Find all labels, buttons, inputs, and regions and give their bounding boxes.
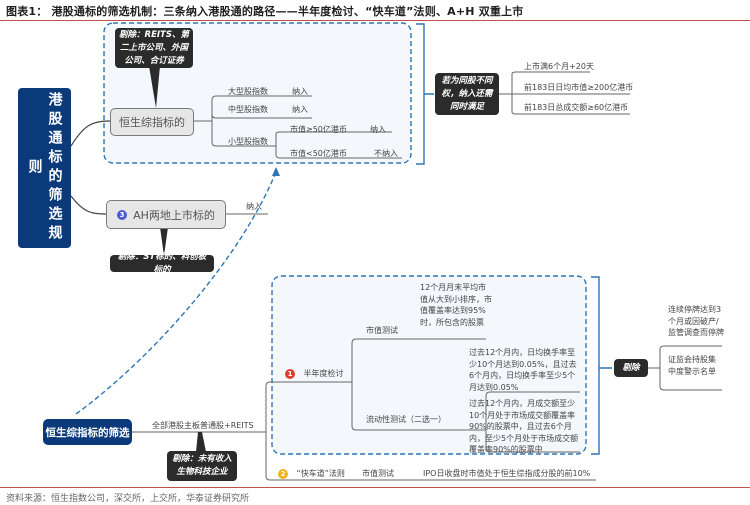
liquidity-option-turnover: 过去12个月内，日均换手率至少10个月达到0.05%，且过去6个月内，日均换手率… <box>469 348 577 392</box>
edge-small-cap <box>275 131 402 159</box>
badge-2-icon: 2 <box>278 468 288 479</box>
semiannual-label: 半年度检讨 <box>303 369 344 378</box>
small-cap-ge50-result: 纳入 <box>370 125 386 134</box>
condition-item: 前183日日均市值≥200亿港币 <box>524 83 634 92</box>
ah-node: 3 AH两地上市标的 <box>106 200 226 229</box>
badge-1-icon: 1 <box>285 368 295 379</box>
small-cap-lt50-label: 市值<50亿港币 <box>290 149 347 158</box>
edge-liquidity <box>485 391 580 453</box>
hs-composite-node: 恒生综指标的 <box>110 108 194 136</box>
large-cap-result: 纳入 <box>292 87 308 96</box>
liquidity-test-label: 流动性测试（二选一） <box>366 415 446 424</box>
footer-divider <box>0 487 750 488</box>
dual-class-condition-callout: 若为同股不同权，纳入还需同时满足 <box>435 73 499 115</box>
edge-root-ah <box>70 195 107 215</box>
screening-edge-label: 全部港股主板普通股+REITS <box>152 421 254 430</box>
edge-removal <box>648 345 722 391</box>
root-node: 港股通标的筛选规则 <box>18 88 71 248</box>
removal-item-sfc-warning: 证监会持股集中度警示名单 <box>668 355 716 376</box>
fast-track: 2 “快车道”法则 <box>278 468 345 479</box>
figure-title: 图表1： 港股通标的筛选机制：三条纳入港股通的路径——半年度检讨、“快车道”法则… <box>6 5 524 18</box>
large-cap-label: 大型股指数 <box>228 87 268 96</box>
fast-track-label: “快车道”法则 <box>296 469 345 478</box>
ah-node-label: AH两地上市标的 <box>133 208 215 222</box>
market-cap-test-label: 市值测试 <box>366 326 398 335</box>
dashed-group-semiannual <box>271 275 587 455</box>
removal-item-suspension: 连续停牌达到3个月或因破产/监管调查而停牌 <box>668 305 724 337</box>
edge-split <box>265 381 596 481</box>
hs-screening-node: 恒生综指标的筛选 <box>43 419 132 445</box>
edge-hs-children <box>192 95 312 147</box>
edge-condition <box>499 71 630 115</box>
ah-result: 纳入 <box>246 202 262 211</box>
condition-item: 前183日总成交额≥60亿港币 <box>524 103 629 112</box>
small-cap-lt50-result: 不纳入 <box>374 149 398 158</box>
small-cap-ge50-label: 市值≥50亿港币 <box>290 125 347 134</box>
edge-root-hs <box>70 120 111 147</box>
mid-cap-result: 纳入 <box>292 105 308 114</box>
arrow-head <box>272 167 280 176</box>
fast-track-rule: IPO日收盘时市值处于恒生综指成分股的前10% <box>423 469 591 478</box>
semiannual-review: 1 半年度检讨 <box>285 368 344 379</box>
fast-track-test: 市值测试 <box>362 469 394 478</box>
ah-exclusion-callout: 剔除：ST标的、科创板标的 <box>110 252 214 275</box>
mid-cap-label: 中型股指数 <box>228 105 268 114</box>
pointer-ah-exclusion <box>160 227 168 256</box>
hs-exclusion-callout: 剔除：REITS、第二上市公司、外国公司、合订证券 <box>115 28 193 68</box>
small-cap-label: 小型股指数 <box>228 137 268 146</box>
source-note: 资料来源：恒生指数公司，深交所，上交所，华泰证券研究所 <box>6 494 250 504</box>
screening-exclusion-callout: 剔除：未有收入生物科技企业 <box>167 451 237 481</box>
liquidity-option-volume: 过去12个月内，月成交额至少10个月处于市场成交额覆盖率90%的股票中，且过去6… <box>469 399 579 454</box>
pointer-screening-exclusion <box>196 432 206 452</box>
pointer-hs-exclusion <box>149 66 160 108</box>
bracket-top-group <box>416 23 434 165</box>
title-divider <box>0 20 750 21</box>
removal-callout: 剔除 <box>614 359 648 377</box>
bracket-bottom-group <box>591 276 612 455</box>
badge-3-icon: 3 <box>117 209 128 220</box>
edge-semiannual <box>351 338 486 431</box>
condition-item: 上市满6个月+20天 <box>524 62 594 71</box>
market-cap-test-rule: 12个月月末平均市值从大到小排序，市值覆盖率达到95%时，所包含的股票 <box>420 283 492 327</box>
